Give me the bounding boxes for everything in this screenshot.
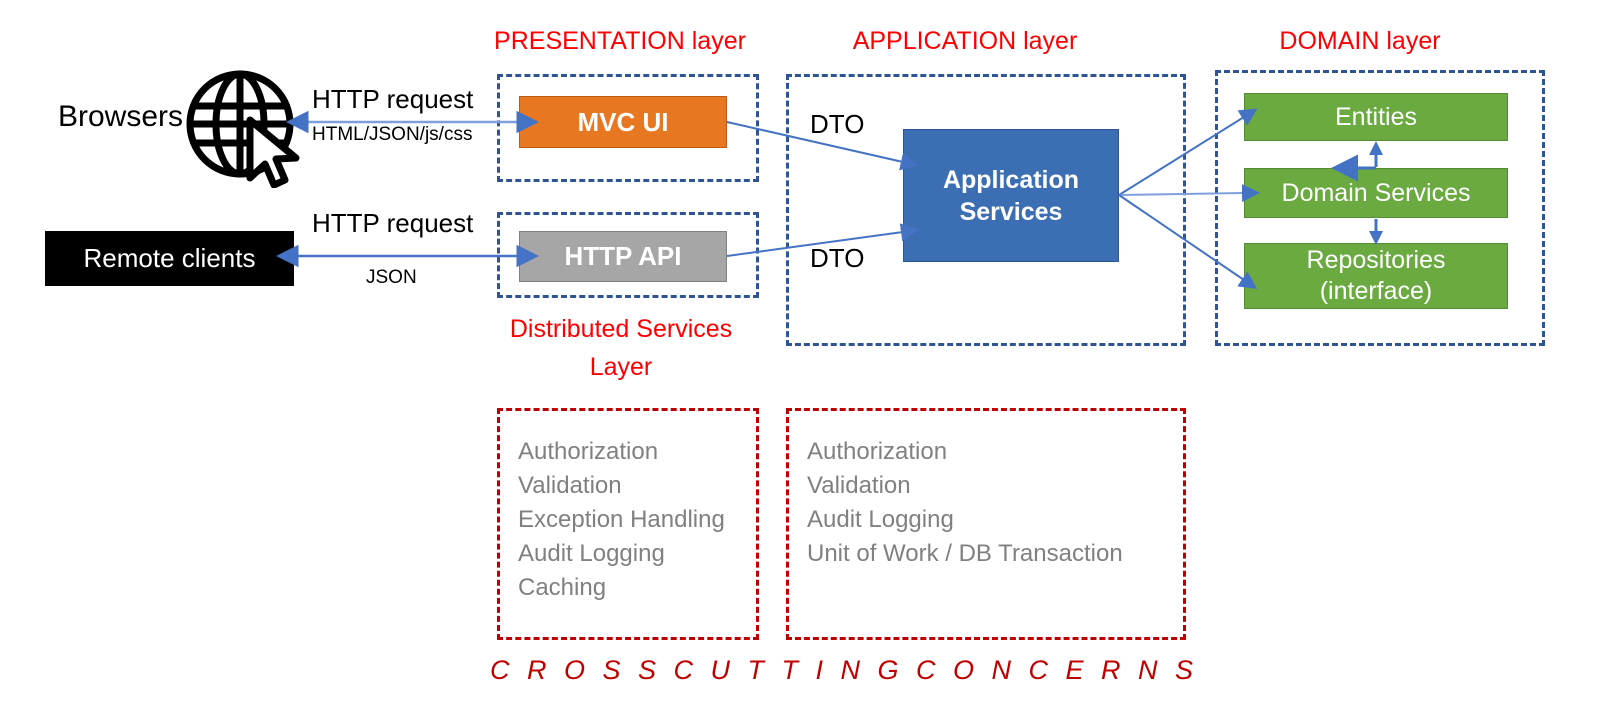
browsers-label: Browsers [58, 100, 184, 133]
repositories-line-1: Repositories [1306, 246, 1446, 274]
concern-item: Authorization [807, 438, 948, 465]
concern-item: Audit Logging [518, 540, 665, 567]
application-layer-title: APPLICATION layer [852, 27, 1078, 55]
http-request-top-label: HTTP request [312, 84, 474, 114]
application-services-line-1: Application [942, 165, 1080, 194]
concern-item: Unit of Work / DB Transaction [807, 540, 1123, 567]
payload-top-label: HTML/JSON/js/css [312, 124, 473, 145]
remote-clients-node: Remote clients [45, 231, 294, 286]
presentation-layer-title: PRESENTATION layer [494, 27, 746, 55]
globe-cursor-icon [186, 66, 304, 189]
http-api-node: HTTP API [519, 231, 727, 282]
mvc-ui-node: MVC UI [519, 96, 727, 148]
repositories-node: Repositories (interface) [1244, 243, 1508, 309]
dto-bottom-label: DTO [810, 243, 865, 273]
concern-item: Exception Handling [518, 506, 725, 533]
presentation-cross-cutting-box: Authorization Validation Exception Handl… [497, 408, 759, 640]
entities-node: Entities [1244, 93, 1508, 141]
application-concerns-list: Authorization Validation Audit Logging U… [807, 435, 1183, 571]
cross-cutting-concerns-caption: C R O S S C U T T I N G C O N C E R N S [490, 655, 1199, 685]
concern-item: Caching [518, 574, 607, 601]
domain-services-node: Domain Services [1244, 168, 1508, 218]
http-request-bottom-label: HTTP request [312, 208, 474, 238]
presentation-concerns-list: Authorization Validation Exception Handl… [518, 435, 756, 605]
distributed-services-layer-title-line2: Layer [589, 353, 653, 381]
dto-top-label: DTO [810, 109, 865, 139]
repositories-line-2: (interface) [1319, 277, 1433, 305]
application-services-line-2: Services [959, 197, 1063, 226]
concern-item: Validation [807, 472, 911, 499]
application-services-node: Application Services [903, 129, 1119, 262]
concern-item: Audit Logging [807, 506, 954, 533]
domain-layer-title: DOMAIN layer [1279, 27, 1441, 55]
payload-bottom-label: JSON [366, 267, 417, 288]
concern-item: Authorization [518, 438, 659, 465]
application-cross-cutting-box: Authorization Validation Audit Logging U… [786, 408, 1186, 640]
concern-item: Validation [518, 472, 622, 499]
distributed-services-layer-title-line1: Distributed Services [509, 315, 733, 343]
